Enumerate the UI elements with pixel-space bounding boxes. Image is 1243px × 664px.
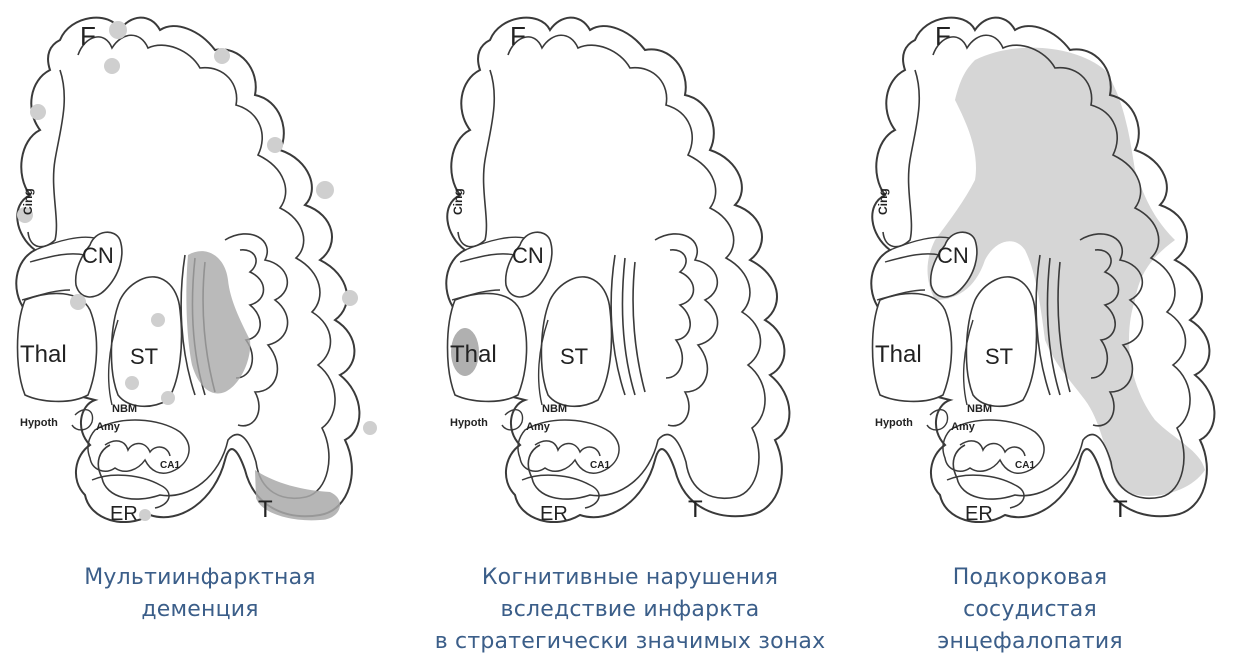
label-thalamus: Thal (875, 341, 922, 368)
lacune (104, 58, 120, 74)
lacune (342, 290, 358, 306)
lacune (139, 509, 151, 521)
sylvian-gyri (655, 234, 718, 426)
caption-multi-infarct: Мультиинфарктная деменция (0, 562, 400, 626)
label-frontal: F (80, 21, 96, 51)
caption-line: энцефалопатия (830, 626, 1230, 658)
label-ca1: CA1 (1015, 460, 1035, 471)
label-hypothalamus: Hypoth (875, 417, 913, 429)
lacune (109, 21, 127, 39)
lacune (161, 391, 175, 405)
label-caudate: CN (512, 243, 544, 268)
striatum (541, 277, 611, 406)
large-infarct-region (186, 251, 250, 393)
caption-line: Когнитивные нарушения (430, 562, 830, 594)
label-cingulate: Cing (451, 188, 465, 215)
label-amygdala: Amy (951, 421, 976, 433)
multiple-infarct-spots (17, 21, 377, 521)
lacune (214, 48, 230, 64)
caption-line: деменция (0, 594, 400, 626)
caption-line: вследствие инфаркта (430, 594, 830, 626)
label-caudate: CN (937, 243, 969, 268)
striatum (111, 277, 181, 406)
outer-cortex-outline (446, 18, 789, 522)
panel-subcortical-encephalopathy: F Cing CN Thal ST NBM Hypoth Amy CA1 ER … (855, 0, 1243, 664)
brain-section-diagram: F Cing CN Thal ST NBM Hypoth Amy CA1 ER … (0, 0, 400, 540)
label-hypothalamus: Hypoth (20, 417, 58, 429)
label-nbm: NBM (112, 403, 137, 415)
lacune (363, 421, 377, 435)
label-temporal: T (258, 496, 273, 523)
lacune (30, 104, 46, 120)
caption-strategic-infarct: Когнитивные нарушения вследствие инфаркт… (430, 562, 830, 658)
insula-bands (611, 255, 645, 395)
caption-line: Подкорковая (830, 562, 1230, 594)
label-nbm: NBM (542, 403, 567, 415)
label-hypothalamus: Hypoth (450, 417, 488, 429)
brain-section-diagram: F Cing CN Thal ST NBM Hypoth Amy CA1 ER … (855, 0, 1243, 540)
medial-surface (28, 70, 64, 247)
label-cingulate: Cing (21, 188, 35, 215)
medial-surface (458, 70, 494, 247)
caption-line: сосудистая (830, 594, 1230, 626)
label-caudate: CN (82, 243, 114, 268)
label-frontal: F (935, 21, 951, 51)
lacune (316, 181, 334, 199)
label-thalamus: Thal (450, 341, 497, 368)
label-temporal: T (1113, 496, 1128, 523)
label-striatum: ST (130, 344, 158, 369)
label-striatum: ST (985, 344, 1013, 369)
panel-strategic-infarct: F Cing CN Thal ST NBM Hypoth Amy CA1 ER … (430, 0, 830, 664)
striatum (966, 277, 1036, 406)
label-temporal: T (688, 496, 703, 523)
label-ca1: CA1 (590, 460, 610, 471)
label-striatum: ST (560, 344, 588, 369)
lacune (70, 294, 86, 310)
label-entorhinal: ER (965, 503, 993, 525)
lacune (125, 376, 139, 390)
label-entorhinal: ER (540, 503, 568, 525)
label-entorhinal: ER (110, 503, 138, 525)
label-frontal: F (510, 21, 526, 51)
label-thalamus: Thal (20, 341, 67, 368)
caption-line: в стратегически значимых зонах (430, 626, 830, 658)
caption-subcortical: Подкорковая сосудистая энцефалопатия (830, 562, 1230, 658)
caption-line: Мультиинфарктная (0, 562, 400, 594)
lacune (267, 137, 283, 153)
label-ca1: CA1 (160, 460, 180, 471)
label-amygdala: Amy (96, 421, 121, 433)
medial-surface (883, 70, 919, 247)
lacune (151, 313, 165, 327)
label-amygdala: Amy (526, 421, 551, 433)
label-cingulate: Cing (876, 188, 890, 215)
label-nbm: NBM (967, 403, 992, 415)
panel-multi-infarct: F Cing CN Thal ST NBM Hypoth Amy CA1 ER … (0, 0, 400, 664)
brain-section-diagram: F Cing CN Thal ST NBM Hypoth Amy CA1 ER … (430, 0, 830, 540)
